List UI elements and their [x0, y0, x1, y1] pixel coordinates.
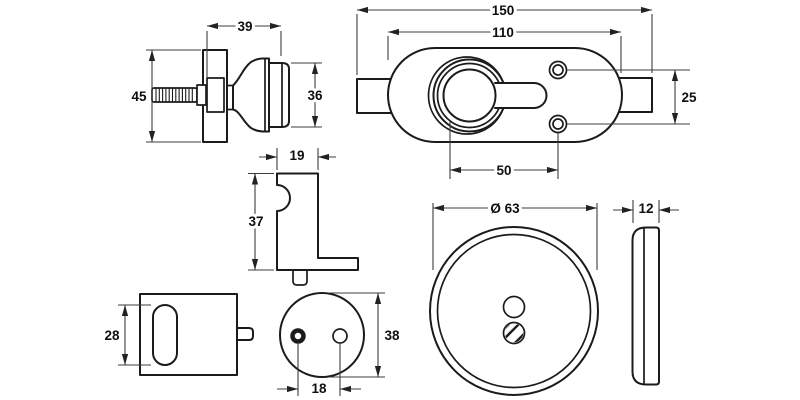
disc-side-outline	[631, 226, 660, 386]
dim-label-18: 18	[311, 381, 327, 396]
dim-label-39: 39	[237, 19, 252, 34]
housing-box-view	[139, 293, 254, 376]
dim-screw-spacing-vertical: 25	[567, 69, 700, 125]
housing-side-tab	[236, 327, 254, 341]
screw-hole-bottom	[548, 114, 568, 134]
dim-body-overall-width: 150	[356, 0, 653, 75]
dim-housing-slot-height: 28	[101, 304, 151, 366]
lock-body-front-view	[356, 47, 653, 143]
dim-body-width: 110	[387, 22, 622, 73]
knob-side-view	[151, 49, 290, 143]
dim-label-36: 36	[307, 88, 323, 103]
dim-label-28: 28	[104, 328, 120, 343]
indicator-disc-front-view	[429, 226, 599, 396]
disc-inner-rim	[436, 233, 592, 389]
dim-disc-thickness: 12	[613, 198, 679, 223]
plate-hole-left	[290, 328, 306, 344]
bracket-bottom-tab	[292, 269, 308, 286]
disc-spindle-hole	[502, 295, 526, 319]
screw-hole-top	[548, 60, 568, 80]
knob-hub	[206, 77, 225, 113]
dim-knob-diameter: 36	[291, 62, 326, 128]
bracket-outline	[276, 172, 359, 271]
cylinder-bore	[442, 68, 497, 123]
dim-bracket-width: 19	[259, 145, 336, 170]
dim-label-150: 150	[492, 3, 515, 18]
dim-knob-projection: 39	[206, 16, 282, 77]
knob-body	[232, 57, 270, 133]
housing-slot	[152, 304, 178, 366]
indicator-disc-side-view	[631, 226, 660, 386]
dim-label-12: 12	[638, 201, 653, 216]
disc-screw-head	[502, 321, 526, 345]
knob-face-disc	[268, 62, 290, 128]
dim-bracket-height: 37	[245, 172, 274, 271]
dim-plate-hole-spacing: 18	[277, 344, 361, 399]
keep-bracket-side-view	[276, 172, 359, 286]
plate-outline	[279, 292, 365, 378]
round-fixing-plate-view	[279, 292, 365, 378]
left-bolt-tab	[356, 78, 393, 114]
thread-hatching	[155, 88, 193, 102]
dim-disc-diameter: Ø 63	[432, 198, 598, 270]
dim-cylinder-to-screws: 50	[449, 122, 559, 181]
dim-label-25: 25	[681, 90, 697, 105]
turn-slot	[494, 82, 548, 109]
spindle-thread	[151, 87, 198, 103]
dim-label-37: 37	[248, 214, 263, 229]
dim-label-19: 19	[289, 148, 304, 163]
dim-plate-diameter: 38	[330, 292, 403, 378]
spindle-collar	[196, 84, 207, 106]
dim-label-50: 50	[496, 163, 511, 178]
dim-label-38: 38	[384, 328, 400, 343]
dim-label-45: 45	[131, 89, 147, 104]
dim-label-diameter-63: Ø 63	[490, 201, 520, 216]
dim-rose-height: 45	[128, 49, 201, 143]
plate-hole-right	[332, 328, 348, 344]
dim-label-110: 110	[492, 25, 514, 40]
